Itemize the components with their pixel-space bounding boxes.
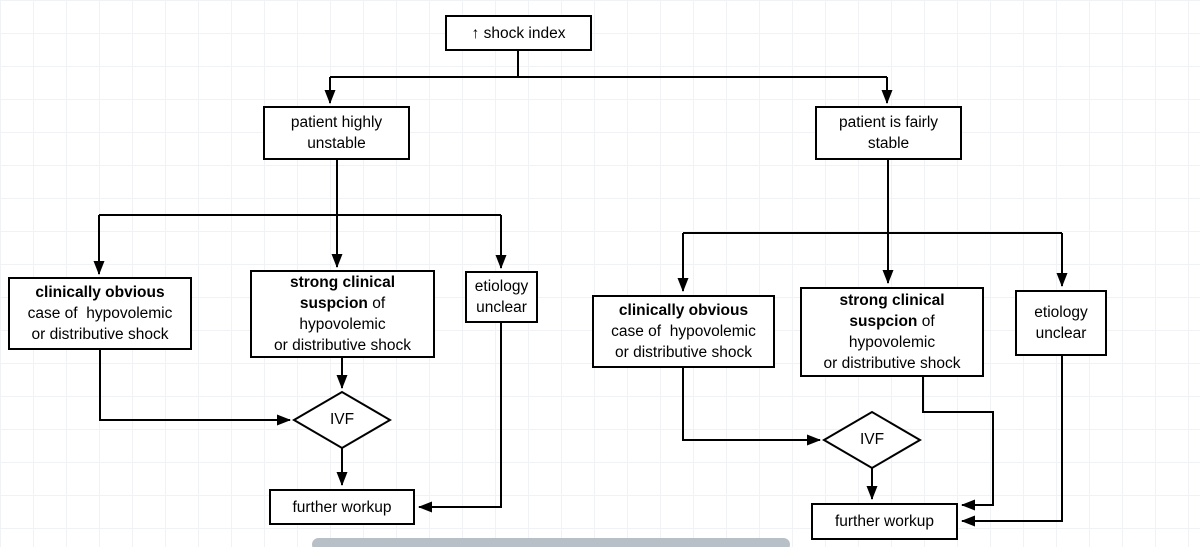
edge-stable-split <box>683 160 1062 234</box>
node-label-rest: of <box>367 295 386 312</box>
node-label-line: unstable <box>307 135 366 152</box>
node-etiology-unclear-right[interactable]: etiology unclear <box>1015 290 1107 356</box>
node-ivf-diamond-right[interactable]: IVF <box>824 412 920 468</box>
node-label-line: or distributive shock <box>823 355 961 372</box>
node-label-line: patient highly <box>290 114 383 131</box>
node-strong-suspicion-left[interactable]: strong clinical suspcion of hypovolemic … <box>250 270 435 358</box>
node-label: IVF <box>859 431 885 448</box>
node-label-line: case of hypovolemic <box>27 305 173 322</box>
edge-unstable-split <box>99 160 501 216</box>
node-strong-suspicion-right[interactable]: strong clinical suspcion of hypovolemic … <box>800 287 984 377</box>
ivf-diamond-right-shape <box>822 410 922 470</box>
node-label-line: suspcion of <box>849 311 934 332</box>
node-label-line: or distributive shock <box>274 337 411 354</box>
node-label: ↑ shock index <box>471 24 566 42</box>
edge-shock-split <box>330 51 887 78</box>
node-label-line: stable <box>867 135 910 152</box>
edge-obvious-to-ivf-left <box>99 350 291 426</box>
node-label-line: unclear <box>476 299 527 316</box>
node-label-line: hypovolemic <box>848 334 936 351</box>
node-label-bold: suspcion <box>299 295 368 312</box>
node-etiology-unclear-left[interactable]: etiology unclear <box>465 271 538 323</box>
node-further-workup-left[interactable]: further workup <box>269 489 415 525</box>
node-shock-index[interactable]: ↑ shock index <box>445 15 592 51</box>
node-label-rest: of <box>917 313 935 330</box>
node-label-line: hypovolemic <box>299 316 386 333</box>
node-label-line: etiology <box>474 278 529 295</box>
node-label-line: clinically obvious <box>35 284 165 301</box>
node-ivf-diamond-left[interactable]: IVF <box>294 392 390 448</box>
node-label-line: strong clinical <box>839 292 945 309</box>
edge-suspicion-to-workup-right <box>922 377 994 511</box>
node-clinically-obvious-left[interactable]: clinically obvious case of hypovolemic o… <box>8 277 192 350</box>
ivf-diamond-left-shape <box>292 390 392 450</box>
node-label: further workup <box>834 513 935 530</box>
node-label: further workup <box>292 498 392 516</box>
node-label-line: unclear <box>1035 325 1087 342</box>
node-label-line: etiology <box>1034 304 1088 321</box>
node-label-line: or distributive shock <box>615 344 752 361</box>
node-label-line: suspcion of <box>300 293 385 314</box>
node-patient-highly-unstable[interactable]: patient highly unstable <box>263 106 410 160</box>
node-clinically-obvious-right[interactable]: clinically obvious case of hypovolemic o… <box>592 295 775 368</box>
node-label-line: or distributive shock <box>31 326 169 343</box>
horizontal-scrollbar-thumb[interactable] <box>312 538 790 547</box>
node-label-line: case of hypovolemic <box>611 323 756 340</box>
edge-etiology-to-workup-right <box>961 356 1063 527</box>
node-label-line: patient is fairly <box>838 114 939 131</box>
node-label-bold: suspcion <box>849 313 918 330</box>
node-label-line: strong clinical <box>289 274 396 291</box>
node-further-workup-right[interactable]: further workup <box>811 503 958 540</box>
node-label: IVF <box>329 411 355 428</box>
edge-etiology-to-workup-left <box>418 323 502 513</box>
edge-obvious-to-ivf-right <box>682 368 821 446</box>
node-label-line: clinically obvious <box>618 302 749 319</box>
node-patient-fairly-stable[interactable]: patient is fairly stable <box>815 106 962 160</box>
